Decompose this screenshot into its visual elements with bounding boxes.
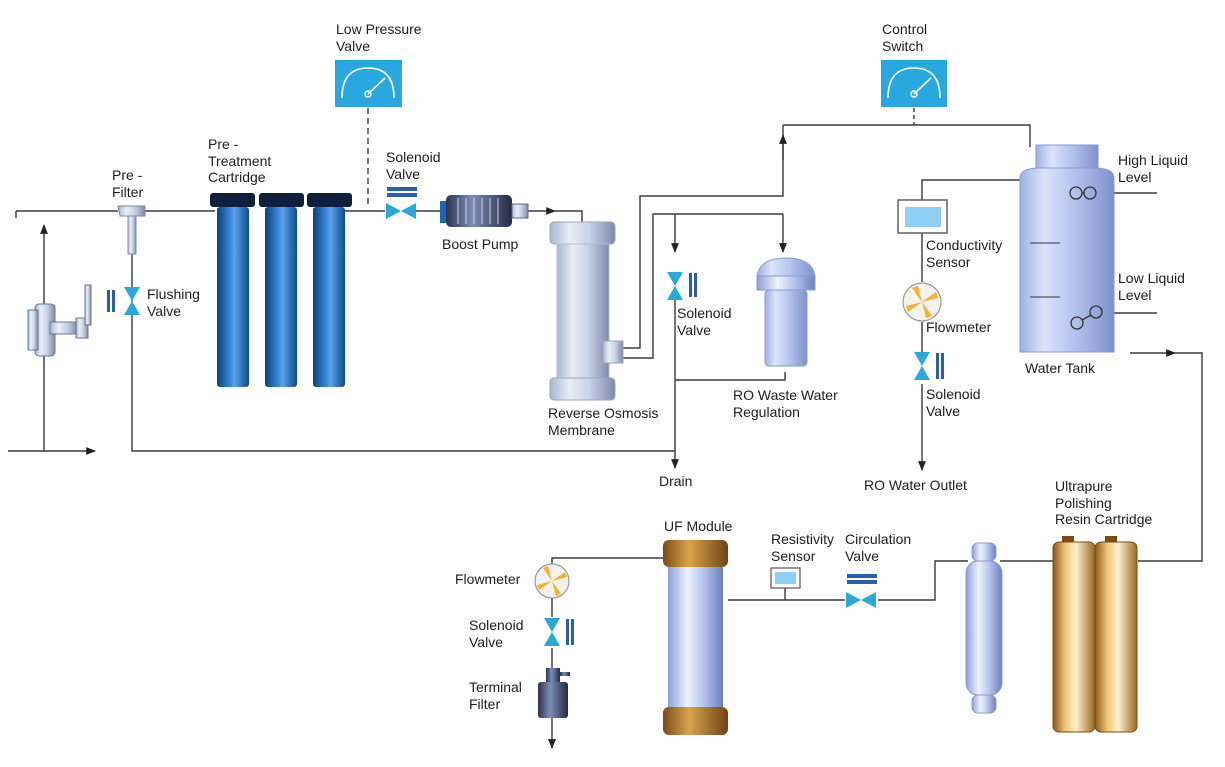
gauge-icon	[335, 60, 402, 107]
pre-filter-icon	[117, 205, 146, 255]
solenoid-valve-label: Solenoid Valve	[469, 617, 524, 650]
valve-icon	[667, 272, 697, 300]
ro-water-outlet-label: RO Water Outlet	[864, 477, 967, 493]
flowmeter-label: Flowmeter	[926, 319, 992, 335]
ro-membrane-icon	[549, 221, 624, 401]
flowmeter-icon	[902, 282, 942, 322]
solenoid-valve-label: Solenoid Valve	[677, 305, 732, 338]
flushing-valve-label: Flushing Valve	[147, 286, 200, 319]
pump-icon	[440, 195, 529, 227]
flowmeter-icon	[534, 563, 570, 599]
water-tank-icon	[1019, 144, 1115, 353]
reverse-osmosis-membrane-label: Reverse Osmosis Membrane	[548, 405, 659, 438]
solenoid-valve-label: Solenoid Valve	[926, 386, 981, 419]
drain-label: Drain	[659, 473, 693, 489]
boost-pump-label: Boost Pump	[442, 236, 519, 252]
low-pressure-valve-label: Low Pressure Valve	[336, 21, 422, 54]
pipes	[8, 108, 1203, 749]
terminal-filter-icon	[538, 668, 570, 718]
ro-waste-water-regulation-label: RO Waste Water Regulation	[733, 387, 838, 420]
small-cartridge-icon	[965, 542, 1003, 714]
resistivity-sensor-label: Resistivity Sensor	[771, 531, 835, 564]
high-liquid-level-label: High Liquid Level	[1118, 152, 1189, 185]
circulation-valve-label: Circulation Valve	[845, 531, 912, 564]
level-switch-icon	[1069, 186, 1097, 200]
valve-icon	[544, 618, 574, 646]
valve-icon	[386, 187, 417, 219]
gauge-icon	[881, 60, 947, 107]
water-tank-label: Water Tank	[1025, 360, 1096, 376]
level-switch-icon	[1070, 305, 1103, 330]
flowmeter-label: Flowmeter	[455, 571, 521, 587]
ball-valve-icon	[27, 284, 92, 357]
terminal-filter-label: Terminal Filter	[469, 679, 522, 712]
uf-module-icon	[663, 540, 728, 735]
valve-icon	[107, 287, 140, 315]
solenoid-valve-label: Solenoid Valve	[386, 149, 441, 182]
pre-treatment-cartridges	[210, 193, 352, 387]
sensor-icon	[897, 199, 948, 234]
low-liquid-level-label: Low Liquid Level	[1118, 270, 1185, 303]
pre-filter-label: Pre - Filter	[112, 167, 144, 200]
valve-icon	[914, 352, 944, 380]
conductivity-sensor-label: Conductivity Sensor	[926, 237, 1003, 270]
valve-icon	[846, 574, 877, 608]
waste-regulator-icon	[756, 257, 816, 367]
uf-module-label: UF Module	[664, 518, 733, 534]
control-switch-label: Control Switch	[882, 21, 928, 54]
pre-treatment-cartridge-label: Pre - Treatment Cartridge	[208, 136, 272, 185]
ultrapure-polishing-resin-cartridge-label: Ultrapure Polishing Resin Cartridge	[1055, 478, 1153, 527]
resin-cartridge-icon	[1052, 536, 1138, 733]
sensor-icon	[770, 567, 801, 589]
